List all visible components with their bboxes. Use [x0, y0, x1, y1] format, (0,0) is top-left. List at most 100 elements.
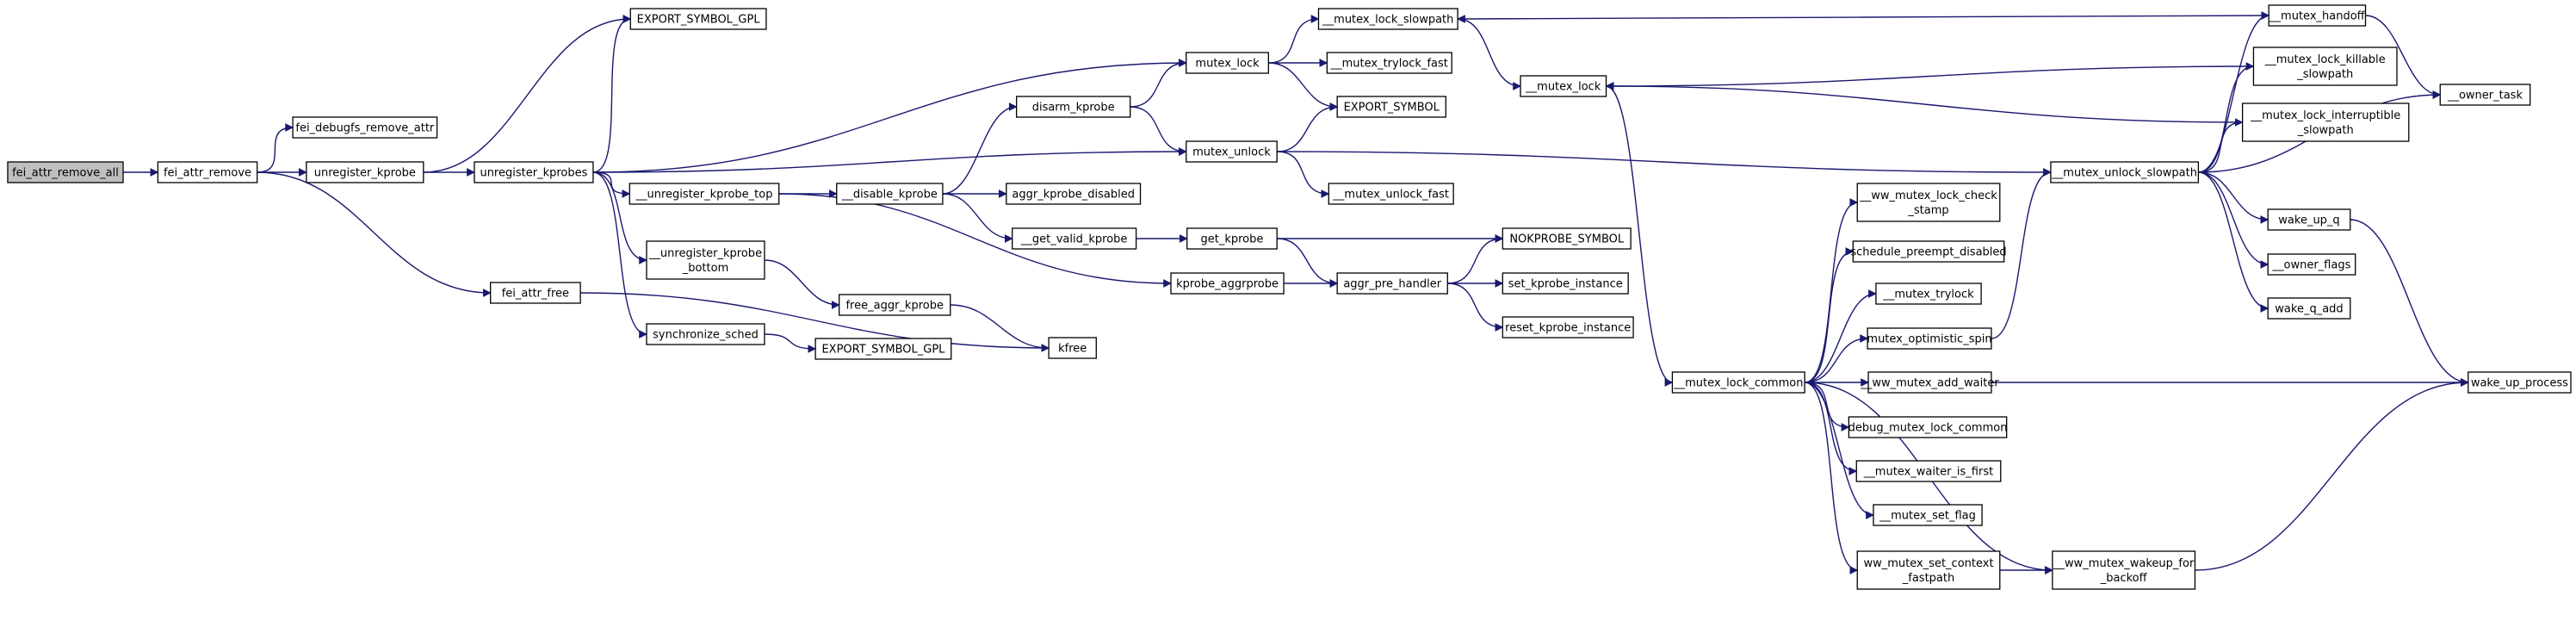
node-label: schedule_preempt_disabled — [1850, 246, 2006, 259]
node-box — [646, 323, 765, 345]
node-mutex-unlock-slowpath[interactable]: __mutex_unlock_slowpath — [2050, 161, 2200, 183]
node-label: fei_debugfs_remove_attr — [295, 122, 435, 135]
node-label: fei_attr_free — [502, 288, 569, 301]
node-wake-up-process[interactable]: wake_up_process — [2468, 371, 2572, 394]
node-mutex-lock-killable-slowpath[interactable]: __mutex_lock_killable_slowpath — [2252, 47, 2398, 86]
node-box — [2267, 208, 2351, 231]
node-mutex-lock-inner[interactable]: __mutex_lock — [1520, 75, 1607, 97]
edge-mutex-lock-to-mutex-lock-slowpath — [1268, 15, 1320, 64]
node-get-kprobe[interactable]: get_kprobe — [1186, 227, 1278, 250]
node-box — [2252, 47, 2398, 86]
node-free-aggr-kprobe[interactable]: free_aggr_kprobe — [839, 294, 951, 316]
node-mutex-unlock-fast[interactable]: __mutex_unlock_fast — [1328, 183, 1454, 205]
node-ww-mutex-add-waiter[interactable]: __ww_mutex_add_waiter — [1860, 371, 1999, 394]
node-box — [1186, 227, 1278, 250]
node-mutex-trylock[interactable]: __mutex_trylock — [1875, 283, 1982, 305]
node-box — [2241, 102, 2410, 142]
node-label: __mutex_handoff — [2269, 10, 2366, 23]
node-reset-kprobe-instance[interactable]: reset_kprobe_instance — [1502, 316, 1634, 338]
node-mutex-unlock[interactable]: mutex_unlock — [1186, 140, 1278, 163]
node-mutex-lock-slowpath[interactable]: __mutex_lock_slowpath — [1317, 8, 1458, 30]
node-fei-attr-remove[interactable]: fei_attr_remove — [157, 161, 258, 183]
node-mutex-optimistic-spin[interactable]: mutex_optimistic_spin — [1867, 327, 1992, 350]
node-box — [2268, 4, 2367, 27]
node-box — [1336, 272, 1448, 295]
node-mutex-waiter-is-first[interactable]: __mutex_waiter_is_first — [1855, 460, 2002, 482]
node-fei-attr-free[interactable]: fei_attr_free — [490, 282, 581, 304]
node-label: __ww_mutex_add_waiter — [1860, 377, 1999, 390]
node-unregister-kprobe-bottom[interactable]: __unregister_kprobe_bottom — [646, 240, 765, 280]
node-aggr-kprobe-disabled[interactable]: aggr_kprobe_disabled — [1006, 183, 1142, 205]
node-label: kfree — [1058, 343, 1087, 356]
node-label: NOKPROBE_SYMBOL — [1509, 233, 1625, 246]
node-fei-attr-remove-all[interactable]: fei_attr_remove_all — [7, 161, 124, 183]
node-label: __ww_mutex_wakeup_for — [2053, 557, 2195, 570]
node-export-symbol[interactable]: EXPORT_SYMBOL — [1336, 96, 1446, 118]
edge-disable-kprobe-to-get-valid-kprobe — [942, 193, 1013, 243]
edge-mutex-lock-interruptible-slowpath-to-mutex-lock-inner — [1605, 82, 2243, 123]
node-label: mutex_unlock — [1192, 146, 1271, 159]
node-mutex-lock[interactable]: mutex_lock — [1186, 52, 1269, 74]
node-schedule-preempt-disabled[interactable]: schedule_preempt_disabled — [1850, 240, 2007, 263]
node-box — [2439, 84, 2531, 106]
node-ww-mutex-set-context-fastpath[interactable]: ww_mutex_set_context_fastpath — [1856, 550, 2001, 590]
node-label: debug_mutex_lock_common — [1848, 422, 2008, 435]
node-unregister-kprobes[interactable]: unregister_kprobes — [474, 161, 594, 183]
node-label: _slowpath — [2296, 68, 2353, 81]
node-get-valid-kprobe[interactable]: __get_valid_kprobe — [1012, 227, 1137, 250]
edge-mutex-lock-common-to-schedule-preempt-disabled — [1805, 247, 1855, 383]
node-box — [1328, 183, 1454, 205]
node-label: __owner_task — [2447, 90, 2523, 102]
node-nokprobe-symbol[interactable]: NOKPROBE_SYMBOL — [1502, 227, 1632, 250]
node-label: aggr_kprobe_disabled — [1012, 189, 1135, 202]
node-mutex-trylock-fast[interactable]: __mutex_trylock_fast — [1326, 52, 1452, 74]
node-wake-q-add[interactable]: wake_q_add — [2267, 297, 2351, 320]
node-label: __unregister_kprobe — [648, 247, 762, 260]
node-box — [1520, 75, 1607, 97]
edge-mutex-unlock-slowpath-to-wake-up-q — [2198, 171, 2269, 224]
node-mutex-set-flag[interactable]: __mutex_set_flag — [1873, 504, 1983, 526]
node-owner-task[interactable]: __owner_task — [2439, 84, 2531, 106]
node-wake-up-q[interactable]: wake_up_q — [2267, 208, 2351, 231]
node-unregister-kprobe-top[interactable]: __unregister_kprobe_top — [629, 183, 780, 205]
node-box — [836, 183, 944, 205]
node-box — [2267, 297, 2351, 320]
node-box — [490, 282, 581, 304]
node-box — [1186, 140, 1278, 163]
node-synchronize-sched[interactable]: synchronize_sched — [646, 323, 765, 345]
node-mutex-lock-common[interactable]: __mutex_lock_common — [1671, 371, 1805, 394]
node-label: __disable_kprobe — [841, 189, 938, 202]
node-box — [2050, 161, 2200, 183]
edge-mutex-unlock-slowpath-to-mutex-lock-interruptible-slowpath — [2198, 118, 2244, 173]
node-label: _fastpath — [1902, 572, 1954, 585]
node-label: __mutex_unlock_slowpath — [2051, 167, 2197, 180]
node-kfree[interactable]: kfree — [1048, 337, 1097, 359]
node-ww-mutex-wakeup-for-backoff[interactable]: __ww_mutex_wakeup_for_backoff — [2052, 550, 2196, 590]
node-unregister-kprobe[interactable]: unregister_kprobe — [306, 161, 424, 183]
node-mutex-handoff[interactable]: __mutex_handoff — [2268, 4, 2367, 27]
node-export-symbol-gpl-1[interactable]: EXPORT_SYMBOL_GPL — [629, 8, 767, 30]
node-label: EXPORT_SYMBOL_GPL — [637, 14, 761, 27]
node-label: unregister_kprobe — [314, 167, 416, 180]
node-export-symbol-gpl-2[interactable]: EXPORT_SYMBOL_GPL — [814, 338, 952, 360]
edge-unregister-kprobes-to-synchronize-sched — [592, 171, 647, 338]
node-ww-mutex-lock-check-stamp[interactable]: __ww_mutex_lock_check_stamp — [1856, 183, 2001, 222]
node-label: wake_up_q — [2278, 214, 2339, 227]
node-label: wake_up_process — [2471, 377, 2568, 390]
node-aggr-pre-handler[interactable]: aggr_pre_handler — [1336, 272, 1448, 295]
node-label: __unregister_kprobe_top — [635, 189, 773, 202]
node-debug-mutex-lock-common[interactable]: debug_mutex_lock_common — [1848, 416, 2008, 438]
node-box — [1671, 371, 1805, 394]
node-label: EXPORT_SYMBOL_GPL — [821, 344, 945, 357]
node-mutex-lock-interruptible-slowpath[interactable]: __mutex_lock_interruptible_slowpath — [2241, 102, 2410, 142]
node-kprobe-aggrprobe[interactable]: kprobe_aggrprobe — [1170, 272, 1285, 295]
node-label: aggr_pre_handler — [1343, 278, 1441, 291]
node-disable-kprobe[interactable]: __disable_kprobe — [836, 183, 944, 205]
node-fei-debugfs-remove-attr[interactable]: fei_debugfs_remove_attr — [292, 116, 438, 139]
node-disarm-kprobe[interactable]: disarm_kprobe — [1016, 96, 1131, 118]
node-label: _stamp — [1907, 204, 1948, 217]
node-set-kprobe-instance[interactable]: set_kprobe_instance — [1502, 272, 1629, 295]
node-owner-flags[interactable]: __owner_flags — [2267, 253, 2356, 276]
node-box — [1848, 416, 2008, 438]
